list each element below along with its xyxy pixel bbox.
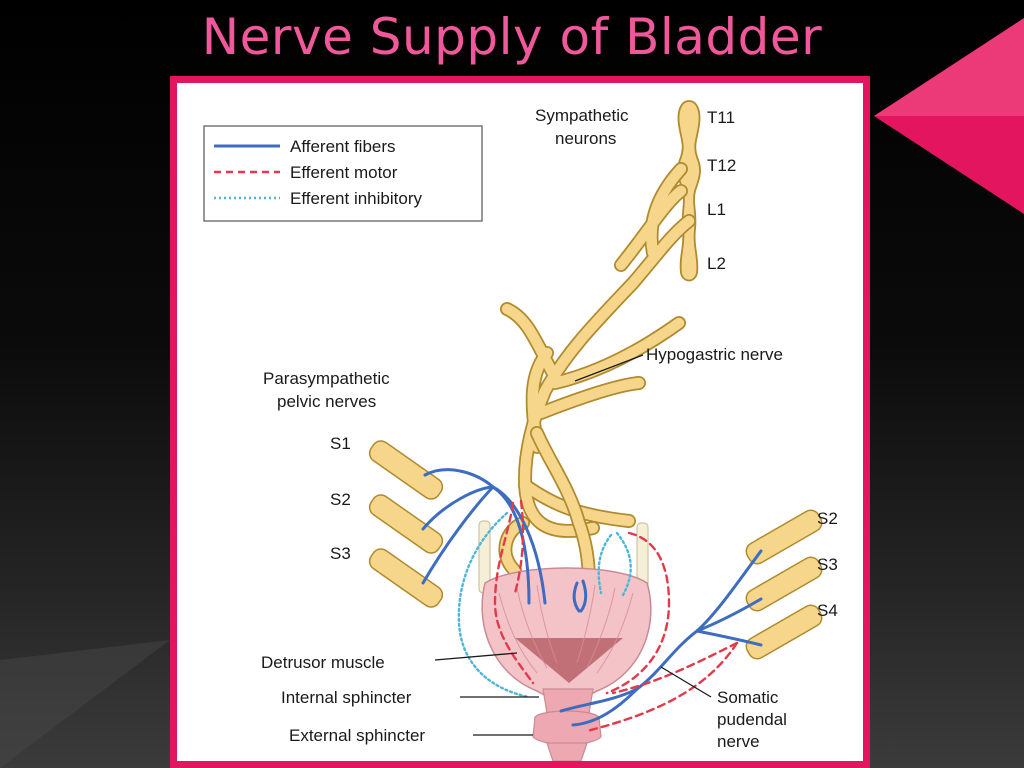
slide-title: Nerve Supply of Bladder [201, 8, 823, 66]
legend-efferent-motor-label: Efferent motor [290, 163, 398, 182]
l2-label: L2 [707, 254, 726, 273]
sympathetic-neurons-label: Sympathetic [535, 106, 629, 125]
right-s2-label: S2 [817, 509, 838, 528]
left-s3-label: S3 [330, 544, 351, 563]
efferent-motor-fibers [493, 499, 739, 733]
spinal-cord-segments [677, 100, 701, 282]
sympathetic-trunk [498, 162, 696, 578]
detrusor-muscle-label: Detrusor muscle [261, 653, 385, 672]
parasympathetic-label-2: pelvic nerves [277, 392, 376, 411]
hypogastric-nerve-label: Hypogastric nerve [646, 345, 783, 364]
left-sacral-roots [368, 440, 444, 608]
legend-efferent-inhibitory-label: Efferent inhibitory [290, 189, 422, 208]
l1-label: L1 [707, 200, 726, 219]
background-facet [0, 640, 170, 768]
somatic-pudendal-label-2: pudendal [717, 710, 787, 729]
legend-afferent-label: Afferent fibers [290, 137, 396, 156]
left-s2-label: S2 [330, 490, 351, 509]
efferent-inhibitory-fibers [457, 511, 632, 699]
external-sphincter-shape [532, 710, 602, 746]
somatic-pudendal-label: Somatic [717, 688, 779, 707]
external-sphincter-label: External sphincter [289, 726, 425, 745]
internal-sphincter-label: Internal sphincter [281, 688, 412, 707]
diagram-panel: Afferent fibers Efferent motor Efferent … [170, 76, 870, 768]
bladder [481, 567, 652, 761]
somatic-pudendal-label-3: nerve [717, 732, 760, 751]
sympathetic-neurons-label-2: neurons [555, 129, 616, 148]
bladder-nerve-diagram: Afferent fibers Efferent motor Efferent … [203, 100, 838, 761]
right-sacral-roots [745, 509, 823, 660]
t12-label: T12 [707, 156, 736, 175]
parasympathetic-label: Parasympathetic [263, 369, 390, 388]
leader-lines [434, 354, 712, 736]
legend: Afferent fibers Efferent motor Efferent … [203, 125, 483, 222]
corner-decoration [874, 18, 1024, 214]
t11-label: T11 [707, 108, 735, 127]
right-s4-label: S4 [817, 601, 838, 620]
right-s3-label: S3 [817, 555, 838, 574]
left-s1-label: S1 [330, 434, 351, 453]
